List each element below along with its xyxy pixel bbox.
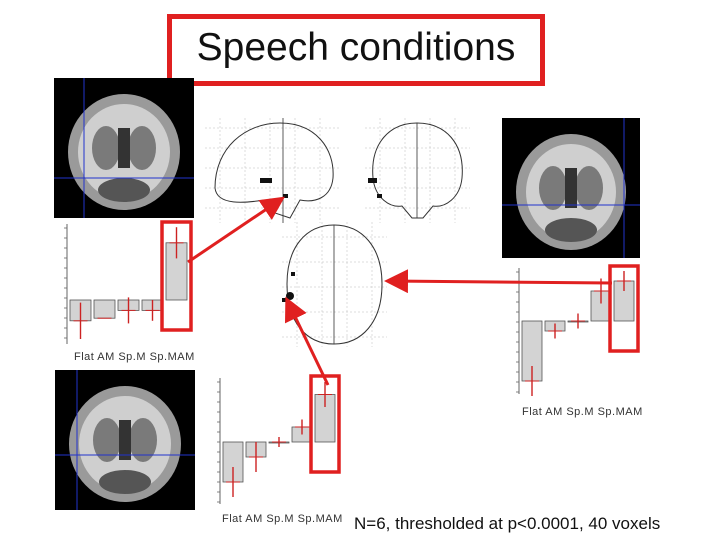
mri-coronal-image [55, 370, 195, 510]
bar-chart-left [64, 220, 193, 344]
mri-coronal-bottom-left [55, 370, 195, 510]
condition-labels-left: Flat AM Sp.M Sp.MAM [74, 351, 195, 363]
footer-note: N=6, thresholded at p<0.0001, 40 voxels [354, 514, 661, 533]
page-title: Speech conditions [196, 26, 516, 69]
bar-chart-bottom [217, 374, 341, 504]
bar-chart-right [516, 264, 640, 396]
highlight-box [160, 220, 193, 332]
highlight-box [608, 264, 640, 353]
mri-coronal-image [502, 118, 640, 258]
title-highlight-box [167, 14, 545, 86]
glass-brain-axial [282, 222, 387, 347]
condition-labels-bottom: Flat AM Sp.M Sp.MAM [222, 513, 343, 525]
mri-coronal-top-right [502, 118, 640, 258]
condition-labels-right: Flat AM Sp.M Sp.MAM [522, 406, 643, 418]
mri-coronal-image [54, 78, 194, 218]
mri-coronal-top-left [54, 78, 194, 218]
glass-brain-coronal [365, 118, 470, 223]
bar [93, 299, 116, 319]
glass-brain-sagittal [205, 118, 340, 223]
